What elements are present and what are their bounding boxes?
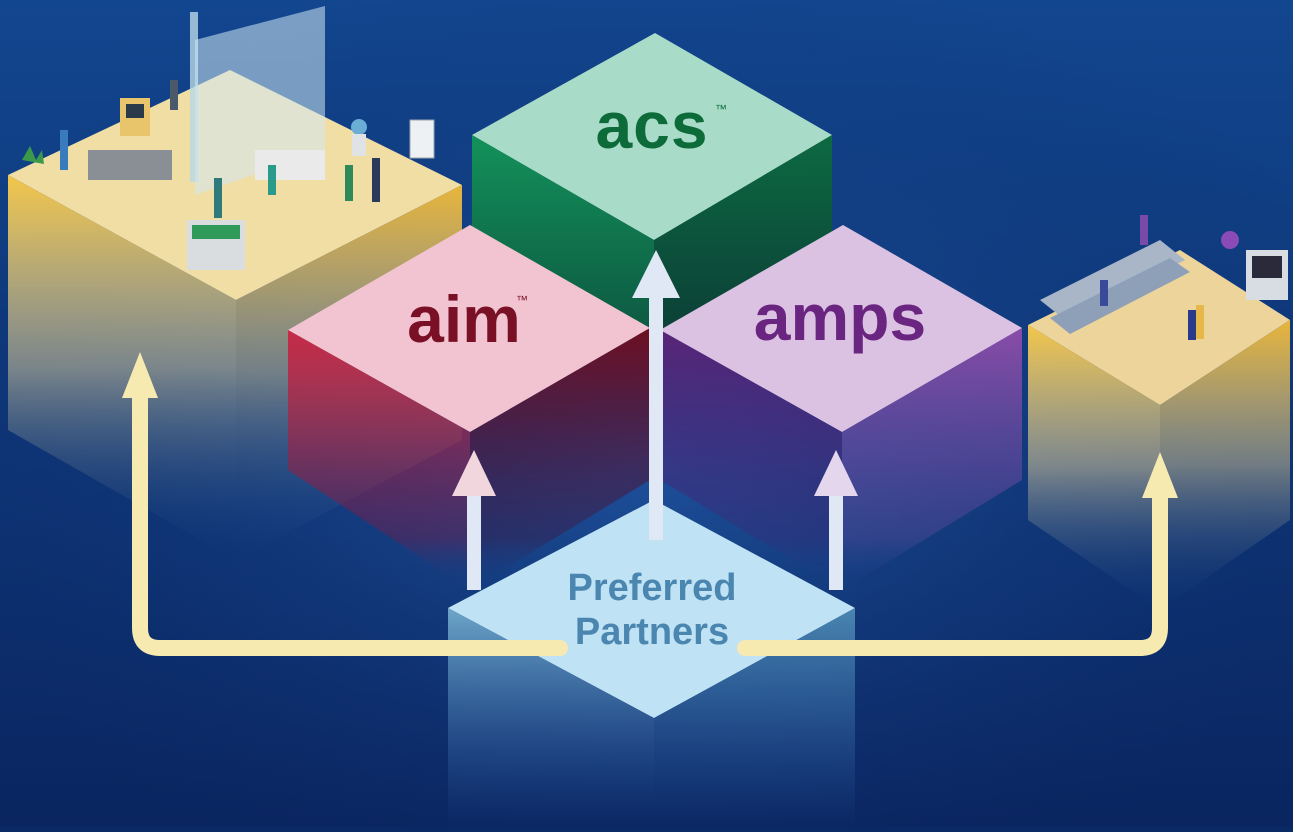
office-scene-icon	[22, 6, 435, 270]
aim-block[interactable]	[288, 225, 650, 590]
arena-platform	[1028, 215, 1290, 610]
acs-trademark: ™	[715, 102, 727, 116]
arrow-right-head	[1142, 452, 1178, 498]
arrow-right-path	[737, 490, 1168, 656]
basketball-arena-scene-icon	[1040, 215, 1288, 340]
aim-label: aim	[407, 282, 521, 356]
inner-arrows	[467, 295, 843, 590]
amps-label: amps	[754, 280, 926, 354]
arrow-to-amps-head	[814, 450, 858, 496]
arrow-left-path	[132, 387, 568, 656]
arrow-to-acs-head	[632, 250, 680, 298]
amps-block[interactable]	[660, 225, 1022, 590]
preferred-partners-block[interactable]	[448, 500, 855, 827]
acs-label: acs	[595, 88, 708, 162]
arrow-to-aim-head	[452, 450, 496, 496]
acs-block[interactable]	[472, 33, 832, 340]
arrows	[132, 387, 1168, 656]
arrow-left-head	[122, 352, 158, 398]
partners-label-line2: Partners	[575, 611, 729, 653]
aim-trademark: ™	[516, 293, 528, 307]
partners-label-line1: Preferred	[568, 567, 737, 609]
